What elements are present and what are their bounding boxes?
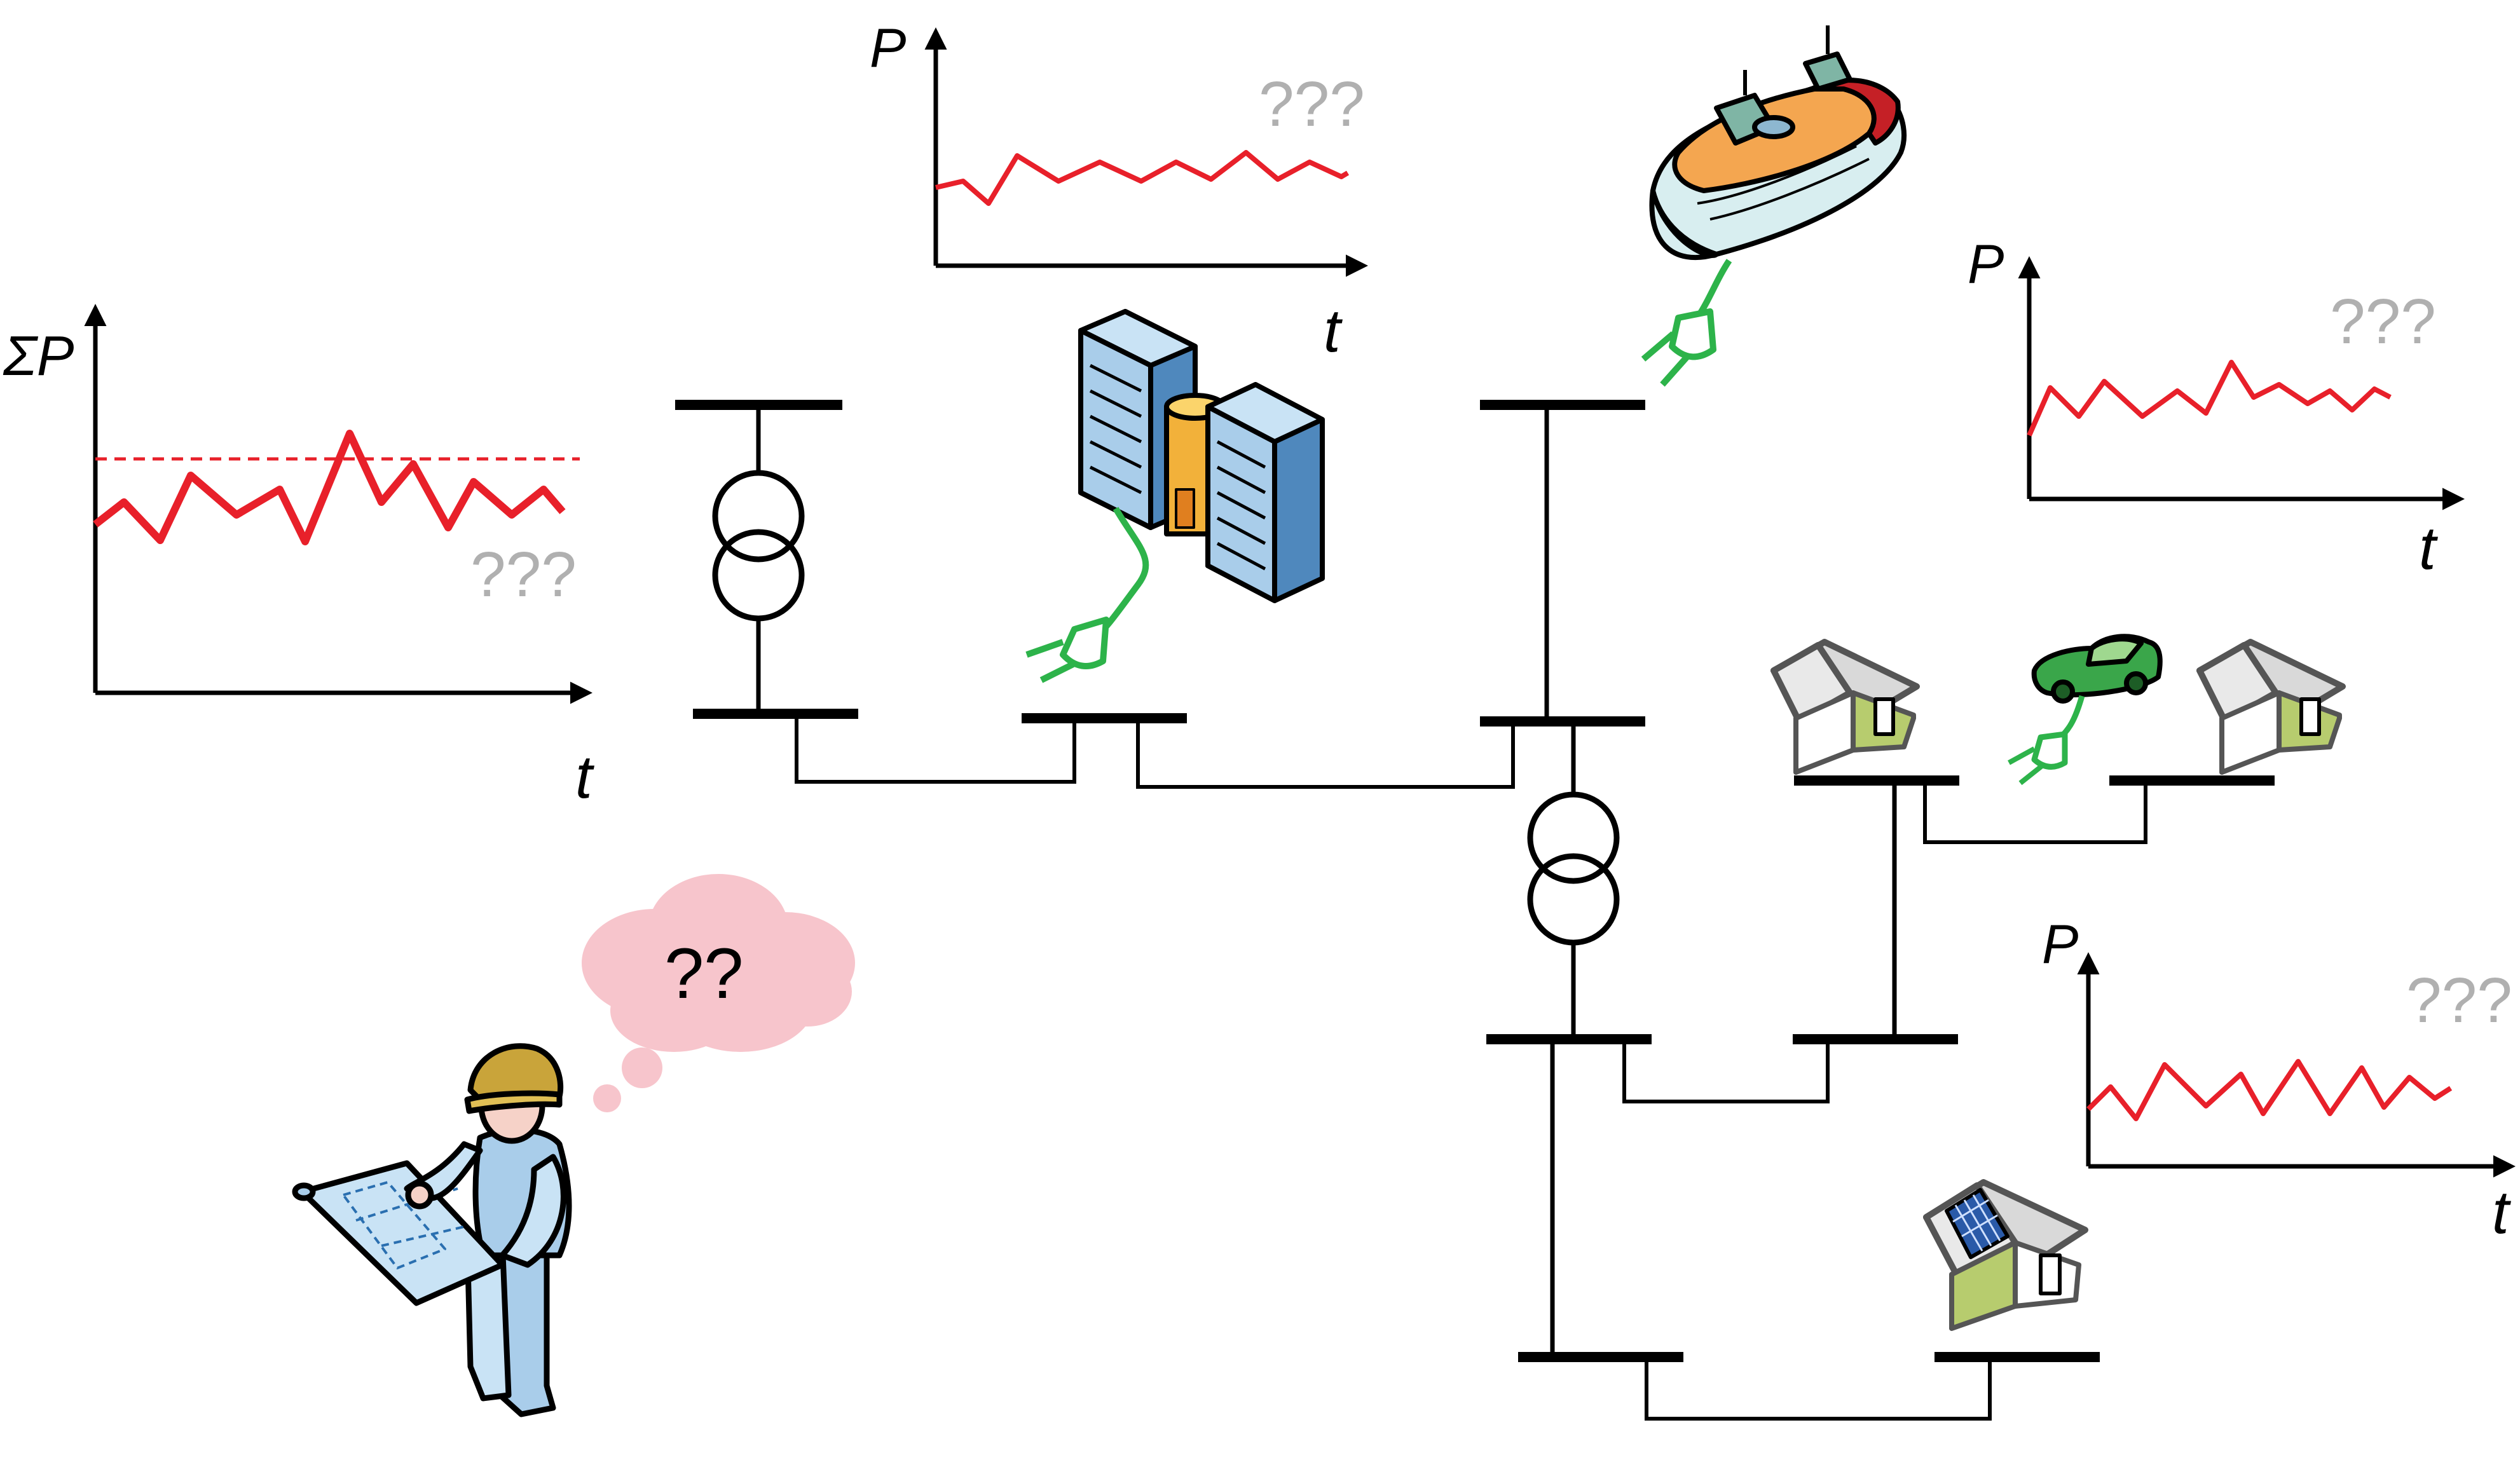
- y-axis-label: ΣP: [3, 324, 74, 387]
- x-axis-label: t: [2419, 514, 2438, 582]
- power-network: [675, 400, 2275, 1421]
- household-power-chart: P t ???: [2042, 914, 2516, 1246]
- unknown-label: ???: [470, 539, 577, 610]
- power-series: [2086, 1059, 2453, 1121]
- ferry-icon: [1649, 25, 1907, 260]
- x-axis-label: t: [1324, 297, 1343, 365]
- thought-text: ??: [664, 934, 744, 1013]
- unknown-label: ???: [2406, 965, 2512, 1036]
- plug-icon: [2008, 695, 2085, 786]
- y-axis-label: P: [1968, 234, 2004, 295]
- y-axis-label: P: [870, 18, 906, 79]
- data-center-icon: [1078, 309, 1325, 603]
- aggregate-power-chart: ΣP t ???: [3, 304, 594, 811]
- solar-house-icon: [1923, 1179, 2088, 1331]
- plug-icon: [1025, 507, 1149, 683]
- transformer-icon: [712, 470, 805, 563]
- x-axis-label: t: [575, 743, 594, 811]
- unknown-label: ???: [1259, 69, 1365, 140]
- y-axis-label: P: [2042, 914, 2078, 975]
- house-icon: [2196, 639, 2346, 775]
- thought-bubble-icon: ??: [582, 874, 855, 1112]
- power-series: [2027, 360, 2392, 437]
- house-icon: [1770, 639, 1920, 775]
- engineer-icon: [292, 1043, 572, 1417]
- unknown-label: ???: [2330, 286, 2436, 357]
- x-axis-label: t: [2492, 1178, 2511, 1246]
- power-series: [935, 150, 1350, 206]
- transformer-icon: [1527, 791, 1620, 884]
- power-series: [93, 430, 566, 545]
- electric-car-icon: [2031, 634, 2163, 704]
- ferry-power-chart: P t ???: [1968, 234, 2465, 582]
- datacenter-power-chart: P t ???: [870, 18, 1368, 365]
- plug-icon: [1641, 259, 1732, 387]
